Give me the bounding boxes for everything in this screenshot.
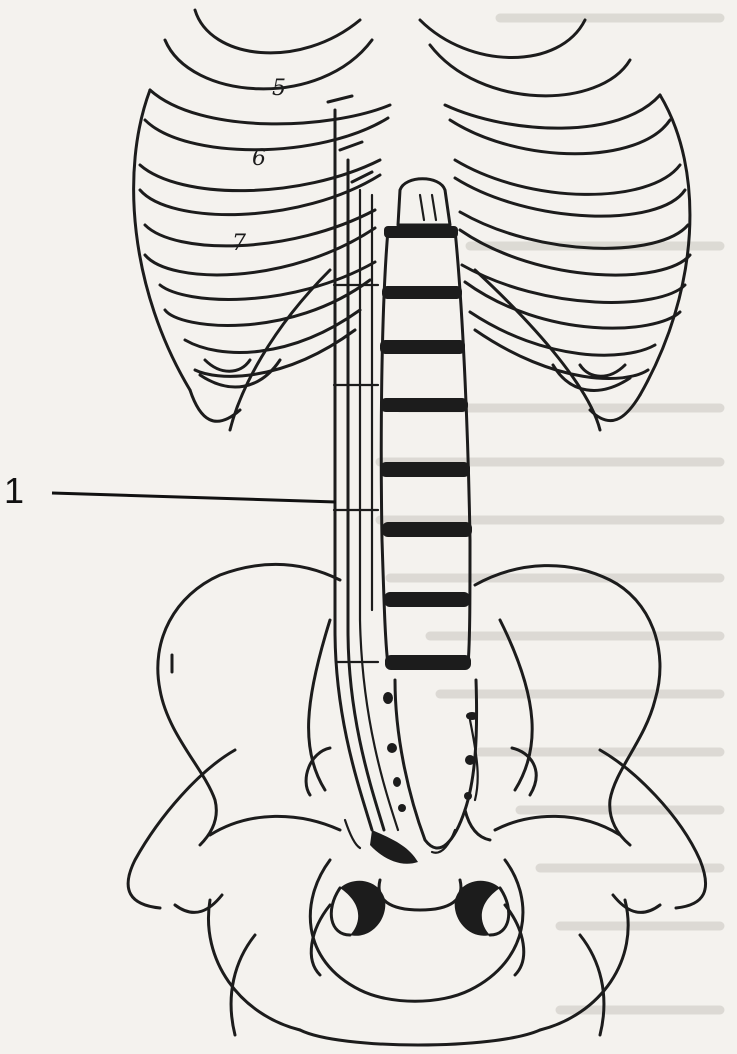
rib-label-5: 5 xyxy=(272,76,286,101)
vertebral-column xyxy=(380,226,472,670)
hip-sockets xyxy=(331,881,508,936)
rib-label-7: 7 xyxy=(232,231,246,256)
rib-cage-left xyxy=(134,10,390,430)
pointer-1: 1 xyxy=(4,470,336,511)
pointer-label: 1 xyxy=(4,470,24,511)
rib-label-6: 6 xyxy=(252,146,266,171)
rib-labels: 5 6 7 xyxy=(232,76,286,256)
rib-cage-right xyxy=(420,20,690,430)
bleed-through-text xyxy=(380,18,720,1010)
xiphoid-process xyxy=(398,179,450,225)
spinal-catheter xyxy=(328,96,418,864)
